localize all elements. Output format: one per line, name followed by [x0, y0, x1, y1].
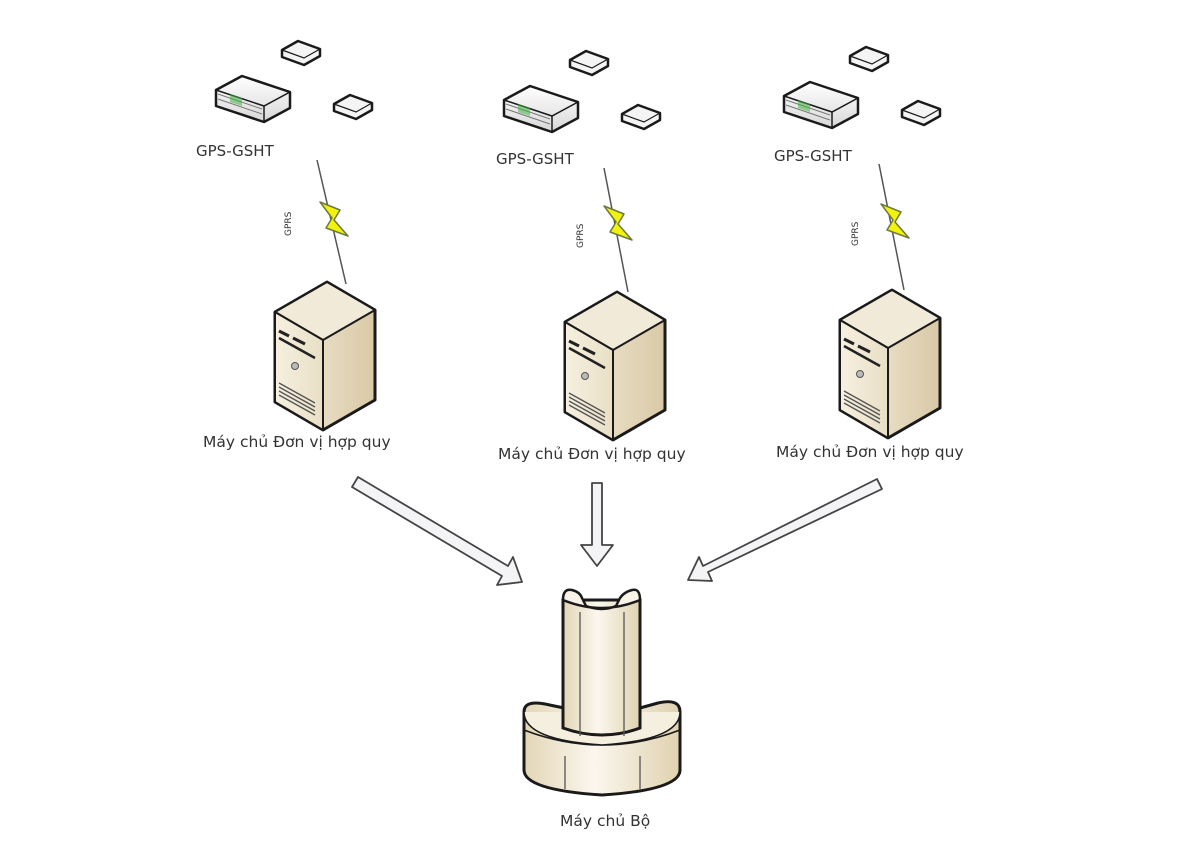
gps-label: GPS-GSHT	[196, 142, 275, 160]
central-server: Máy chủ Bộ	[522, 588, 682, 830]
gps-label: GPS-GSHT	[774, 147, 853, 165]
server-icon	[273, 280, 377, 432]
lightning-icon	[603, 205, 633, 241]
unit-2: GPS-GSHT GPRS Máy chủ Đơn vị hợp quy	[496, 49, 686, 463]
gprs-label: GPRS	[851, 221, 861, 246]
arrow-middle-to-central	[580, 482, 614, 567]
gps-device-icon	[782, 45, 942, 130]
gprs-label: GPRS	[576, 223, 586, 248]
unit-3: GPS-GSHT GPRS Máy chủ Đơn vị hợp quy	[774, 45, 964, 461]
lightning-icon	[880, 203, 910, 239]
mainframe-icon	[522, 588, 682, 797]
unit-1: GPS-GSHT GPRS Máy chủ Đơn vị hợp quy	[196, 39, 391, 451]
server-icon	[838, 288, 942, 440]
gps-device-icon	[502, 49, 662, 134]
arrow-left-to-central	[351, 476, 523, 586]
lightning-icon	[319, 201, 349, 237]
arrow-right-to-central	[687, 478, 883, 582]
server-label: Máy chủ Đơn vị hợp quy	[776, 443, 964, 461]
gps-device-icon	[214, 39, 374, 124]
central-server-label: Máy chủ Bộ	[560, 812, 650, 830]
gps-label: GPS-GSHT	[496, 150, 575, 168]
server-label: Máy chủ Đơn vị hợp quy	[498, 445, 686, 463]
gprs-label: GPRS	[284, 211, 294, 236]
server-icon	[563, 290, 667, 442]
server-label: Máy chủ Đơn vị hợp quy	[203, 433, 391, 451]
